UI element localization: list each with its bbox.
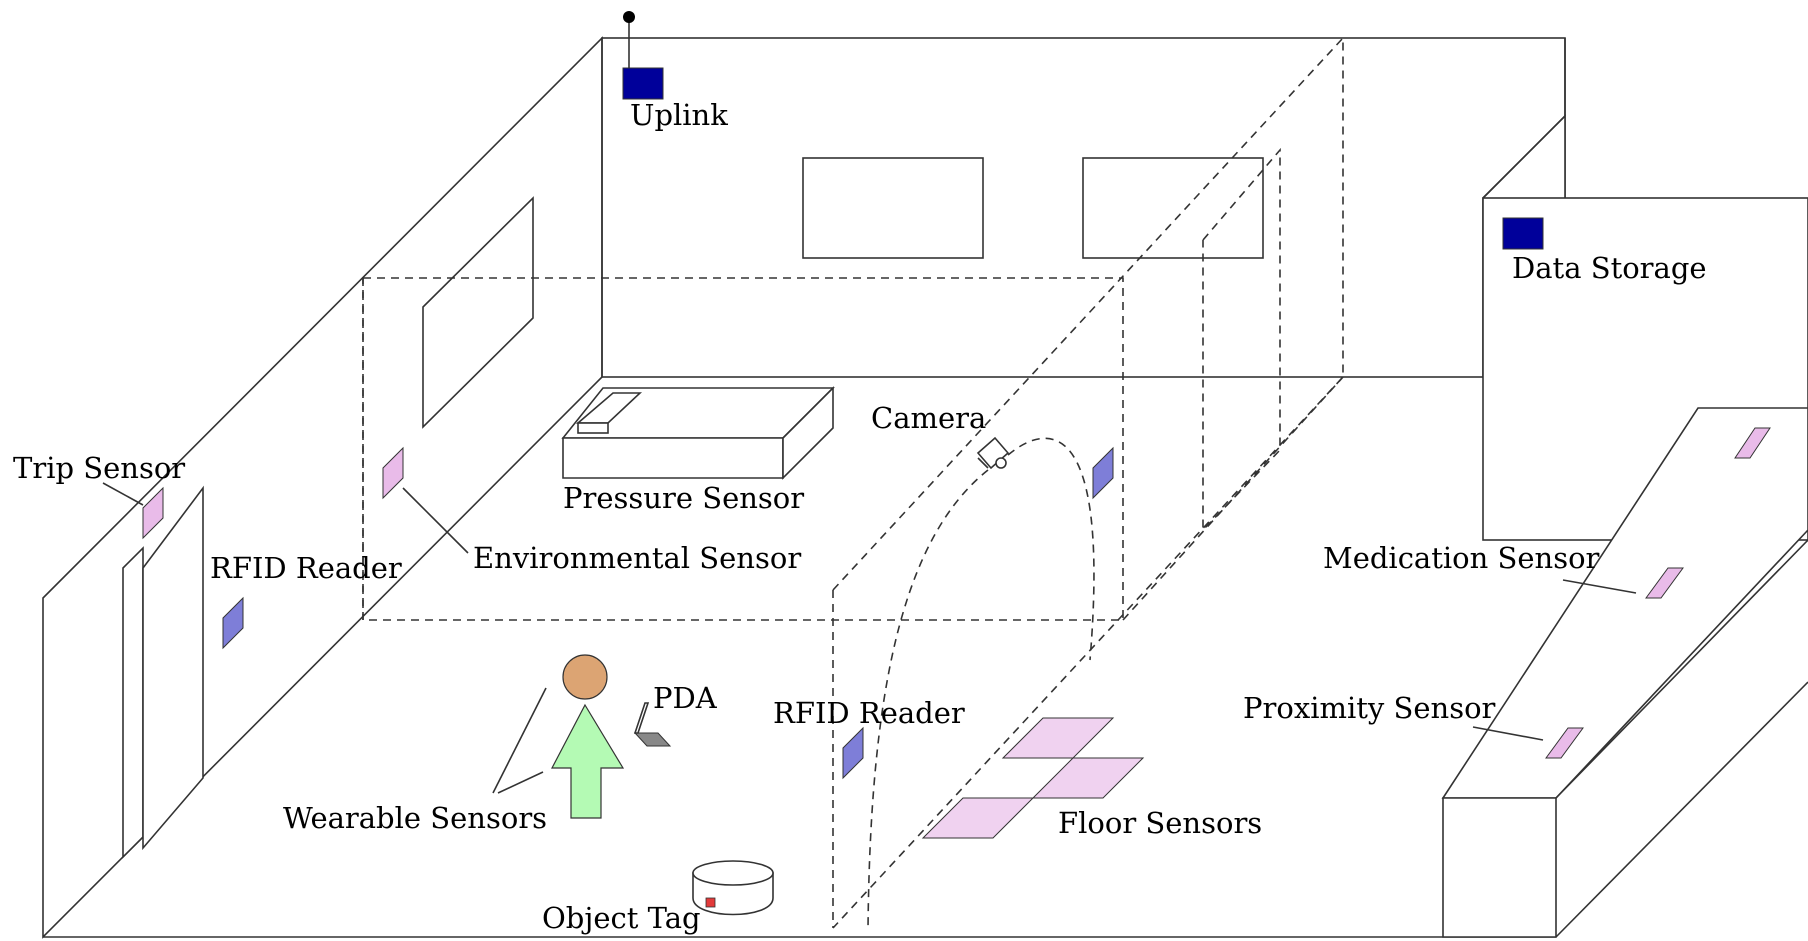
label-floor-sensors: Floor Sensors	[1058, 806, 1262, 840]
label-medication-sensor: Medication Sensor	[1323, 541, 1600, 575]
environmental-sensor-leader	[402, 487, 469, 554]
trip-sensor-pad	[142, 486, 164, 540]
label-camera: Camera	[871, 401, 986, 435]
person	[492, 654, 625, 819]
label-trip-sensor: Trip Sensor	[13, 451, 185, 485]
uplink-device	[622, 11, 664, 100]
label-wearable-sensors: Wearable Sensors	[283, 801, 547, 835]
floor-sensors	[921, 717, 1145, 839]
environmental-sensor-pad	[382, 446, 404, 500]
data-storage-device	[1502, 217, 1544, 250]
label-pressure-sensor: Pressure Sensor	[563, 481, 804, 515]
door-panel	[122, 546, 144, 859]
object-tag-dot	[705, 897, 716, 908]
left-wall-window	[422, 196, 534, 429]
label-data-storage: Data Storage	[1512, 251, 1707, 285]
medication-sensor-pad	[1645, 567, 1684, 599]
camera-device	[867, 436, 1095, 931]
wearable-leader-1	[492, 687, 547, 794]
wearable-leader-2	[497, 771, 544, 794]
pda-device	[633, 702, 672, 747]
bed	[561, 386, 835, 480]
window-right	[1082, 157, 1264, 259]
label-environmental-sensor: Environmental Sensor	[473, 541, 801, 575]
person-head	[562, 654, 608, 700]
label-object-tag: Object Tag	[542, 901, 701, 935]
object-tag	[692, 860, 774, 916]
label-proximity-sensor: Proximity Sensor	[1243, 691, 1496, 725]
window-left	[802, 157, 984, 259]
label-uplink: Uplink	[630, 98, 728, 132]
medication-sensor-leader	[1562, 579, 1637, 594]
proximity-sensor-pad	[1545, 727, 1584, 759]
counter-sensor-pad	[1734, 427, 1771, 459]
rfid-reader-center	[842, 726, 864, 780]
label-rfid-reader-center: RFID Reader	[773, 696, 965, 730]
label-pda: PDA	[653, 681, 718, 715]
counter	[1441, 407, 1808, 938]
proximity-sensor-leader	[1472, 726, 1544, 741]
camera-field-of-view	[867, 469, 989, 931]
rfid-reader-back	[1092, 446, 1114, 500]
rfid-reader-door	[222, 596, 244, 650]
right-cabinet-top	[1482, 115, 1566, 199]
person-body	[551, 703, 625, 819]
door-open	[142, 485, 204, 851]
trip-sensor-leader	[102, 482, 144, 506]
floor-right-edge	[1555, 681, 1808, 938]
label-rfid-reader-door: RFID Reader	[210, 551, 402, 585]
